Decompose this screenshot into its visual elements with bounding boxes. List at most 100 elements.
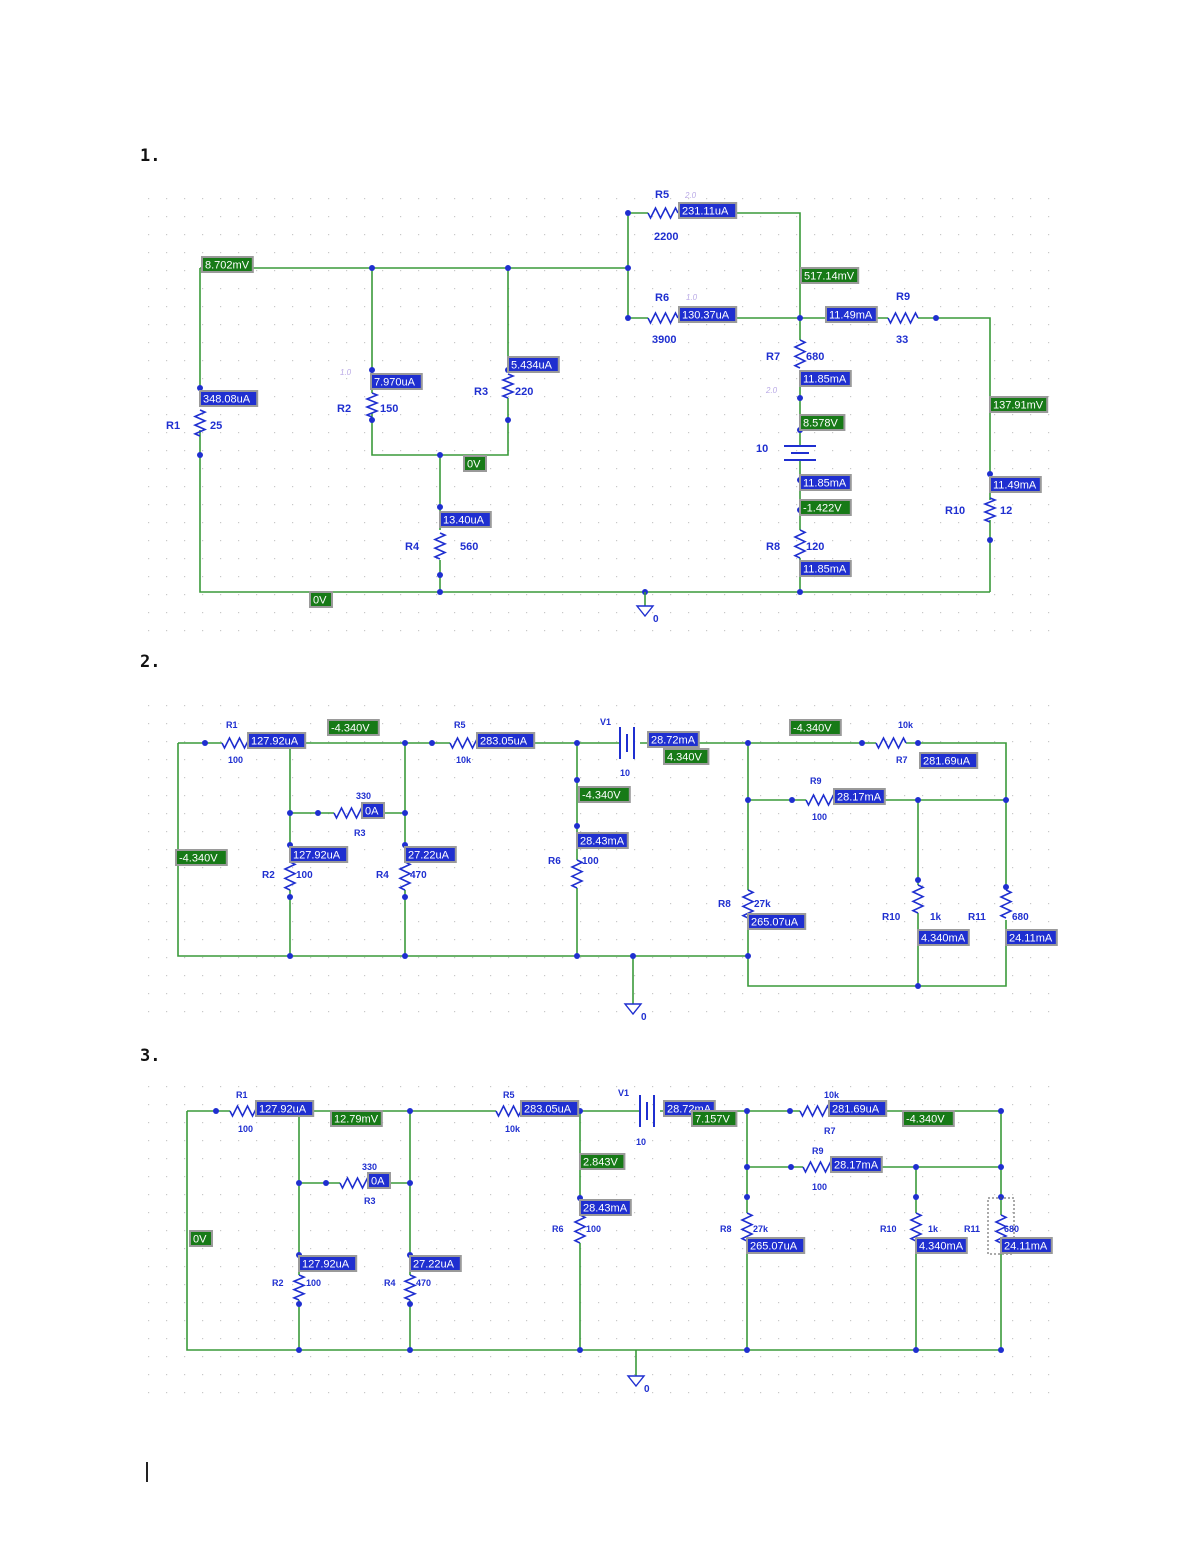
voltage-probe-badge[interactable]: -4.340V [175, 849, 228, 866]
current-probe-badge[interactable]: 24.11mA [1005, 929, 1058, 946]
resistor-symbol[interactable] [339, 1176, 371, 1190]
resistor-symbol[interactable] [364, 392, 380, 418]
resistor-symbol[interactable] [398, 861, 412, 891]
current-probe-badge[interactable]: 7.970uA [370, 373, 423, 390]
resistor-symbol[interactable] [192, 409, 208, 437]
resistor-symbol[interactable] [793, 529, 807, 559]
wire[interactable] [199, 430, 990, 593]
resistor-symbol[interactable] [402, 1274, 418, 1301]
resistor-symbol[interactable] [793, 339, 807, 369]
voltage-probe-badge[interactable]: 2.843V [579, 1153, 626, 1170]
current-probe-badge[interactable]: 28.17mA [830, 1156, 883, 1173]
current-probe-badge[interactable]: 4.340mA [917, 929, 970, 946]
current-probe-badge[interactable]: 24.11mA [1000, 1237, 1053, 1254]
resistor-symbol[interactable] [573, 1214, 587, 1244]
current-probe-badge[interactable]: 265.07uA [747, 913, 807, 930]
voltage-probe-badge[interactable]: 4.340V [663, 748, 710, 765]
current-probe-badge[interactable]: 0A [361, 802, 385, 819]
wire[interactable] [918, 317, 991, 500]
ground-symbol[interactable] [623, 1003, 643, 1016]
ground-symbol[interactable] [626, 1375, 646, 1388]
current-probe-badge[interactable]: 348.08uA [199, 390, 259, 407]
component-name-r5: R5 [655, 189, 669, 201]
junction-node [987, 537, 993, 543]
voltage-probe-badge[interactable]: -4.340V [902, 1110, 955, 1127]
voltage-probe-badge[interactable]: 8.578V [799, 414, 846, 431]
current-probe-badge[interactable]: 27.22uA [409, 1255, 462, 1272]
current-probe-badge[interactable]: 0A [367, 1172, 391, 1189]
resistor-symbol[interactable] [647, 311, 679, 325]
current-probe-badge[interactable]: 4.340mA [915, 1237, 968, 1254]
current-probe-badge[interactable]: 127.92uA [289, 846, 349, 863]
resistor-symbol[interactable] [647, 206, 679, 220]
voltage-probe-badge[interactable]: 0V [189, 1230, 213, 1247]
resistor-symbol[interactable] [449, 736, 481, 750]
resistor-symbol[interactable] [291, 1274, 307, 1301]
voltage-probe-badge[interactable]: -1.422V [799, 499, 852, 516]
current-probe-badge[interactable]: 283.05uA [476, 732, 536, 749]
current-probe-badge[interactable]: 127.92uA [298, 1255, 358, 1272]
voltage-probe-badge[interactable]: 7.157V [691, 1110, 738, 1127]
resistor-symbol[interactable] [283, 861, 297, 891]
current-probe-badge[interactable]: 11.49mA [825, 306, 878, 323]
selection-box[interactable] [987, 1197, 1015, 1255]
current-probe-badge[interactable]: 127.92uA [255, 1100, 315, 1117]
junction-node [213, 1108, 219, 1114]
current-probe-badge[interactable]: 5.434uA [507, 356, 560, 373]
current-probe-badge[interactable]: 11.85mA [799, 560, 852, 577]
current-probe-badge[interactable]: 11.85mA [799, 370, 852, 387]
current-probe-badge[interactable]: 13.40uA [439, 511, 492, 528]
wire[interactable] [906, 742, 1007, 887]
resistor-symbol[interactable] [432, 532, 448, 560]
voltage-probe-badge[interactable]: 0V [309, 591, 333, 608]
voltage-probe-badge[interactable]: 12.79mV [330, 1110, 383, 1127]
current-probe-badge[interactable]: 28.17mA [833, 788, 886, 805]
current-probe-badge[interactable]: 265.07uA [746, 1237, 806, 1254]
current-probe-badge[interactable]: 28.43mA [576, 832, 629, 849]
wire[interactable] [747, 918, 1007, 987]
resistor-symbol[interactable] [982, 497, 998, 523]
resistor-symbol[interactable] [911, 884, 925, 914]
voltage-probe-badge[interactable]: -4.340V [327, 719, 380, 736]
voltage-probe-badge[interactable]: 0V [463, 455, 487, 472]
resistor-symbol[interactable] [333, 806, 365, 820]
ground-symbol[interactable] [635, 605, 655, 618]
voltage-probe-badge[interactable]: -4.340V [578, 786, 631, 803]
current-probe-badge[interactable]: 11.49mA [989, 476, 1042, 493]
current-probe-badge[interactable]: 281.69uA [828, 1100, 888, 1117]
voltage-probe-badge[interactable]: 137.91mV [989, 396, 1049, 413]
current-probe-badge[interactable]: 27.22uA [404, 846, 457, 863]
current-probe-badge[interactable]: 281.69uA [919, 752, 979, 769]
resistor-symbol[interactable] [994, 1214, 1008, 1244]
resistor-symbol[interactable] [741, 889, 755, 919]
component-value-r10: 1k [928, 1224, 939, 1234]
current-probe-badge[interactable]: 130.37uA [678, 306, 738, 323]
resistor-symbol[interactable] [799, 1104, 831, 1118]
current-probe-badge[interactable]: 231.11uA [678, 202, 738, 219]
voltage-probe-badge[interactable]: 8.702mV [201, 256, 254, 273]
voltage-probe-badge[interactable]: -4.340V [789, 719, 842, 736]
resistor-symbol[interactable] [887, 311, 919, 325]
current-probe-badge[interactable]: 283.05uA [520, 1100, 580, 1117]
resistor-symbol[interactable] [999, 889, 1013, 919]
resistor-symbol[interactable] [570, 859, 584, 889]
voltage-probe-badge[interactable]: 517.14mV [800, 267, 860, 284]
resistor-symbol[interactable] [802, 1160, 834, 1174]
resistor-symbol[interactable] [805, 793, 837, 807]
current-probe-badge[interactable]: 28.72mA [647, 731, 700, 748]
resistor-symbol[interactable] [500, 373, 516, 399]
current-probe-badge[interactable]: 11.85mA [799, 474, 852, 491]
resistor-symbol[interactable] [909, 1212, 923, 1242]
resistor-symbol[interactable] [875, 736, 907, 750]
wire[interactable] [177, 743, 748, 957]
current-probe-badge[interactable]: 127.92uA [247, 732, 307, 749]
resistor-symbol[interactable] [740, 1212, 754, 1242]
wire[interactable] [186, 1111, 1001, 1351]
current-probe-badge[interactable]: 28.43mA [579, 1199, 632, 1216]
